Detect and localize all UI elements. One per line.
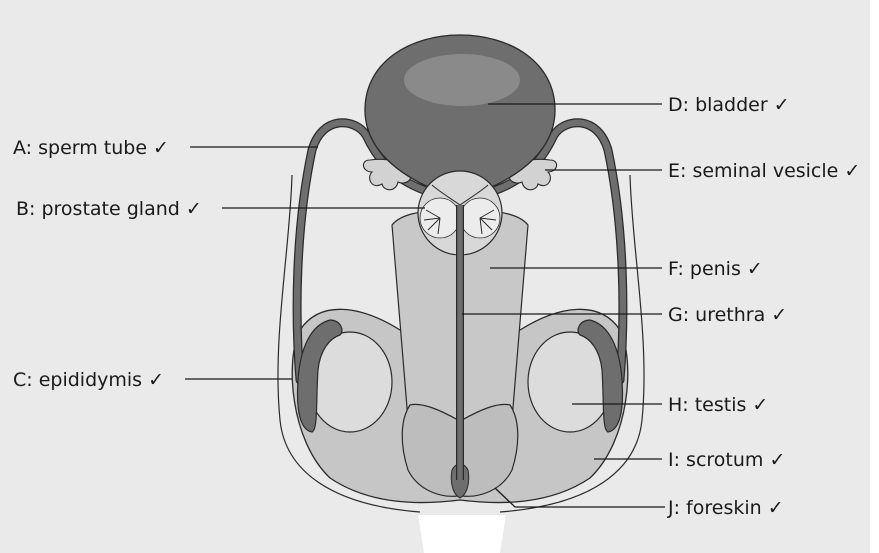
label-seminal-vesicle: E: seminal vesicle ✓ <box>668 160 860 182</box>
label-urethra: G: urethra ✓ <box>668 304 787 326</box>
label-prostate-gland: B: prostate gland ✓ <box>16 198 202 220</box>
label-scrotum: I: scrotum ✓ <box>668 449 785 471</box>
label-testis: H: testis ✓ <box>668 394 768 416</box>
label-sperm-tube: A: sperm tube ✓ <box>13 137 169 159</box>
bladder-highlight <box>404 54 520 106</box>
leg-gap <box>418 515 506 553</box>
label-penis: F: penis ✓ <box>668 258 763 280</box>
label-epididymis: C: epididymis ✓ <box>13 369 164 391</box>
label-bladder: D: bladder ✓ <box>668 94 790 116</box>
label-foreskin: J: foreskin ✓ <box>667 497 784 519</box>
